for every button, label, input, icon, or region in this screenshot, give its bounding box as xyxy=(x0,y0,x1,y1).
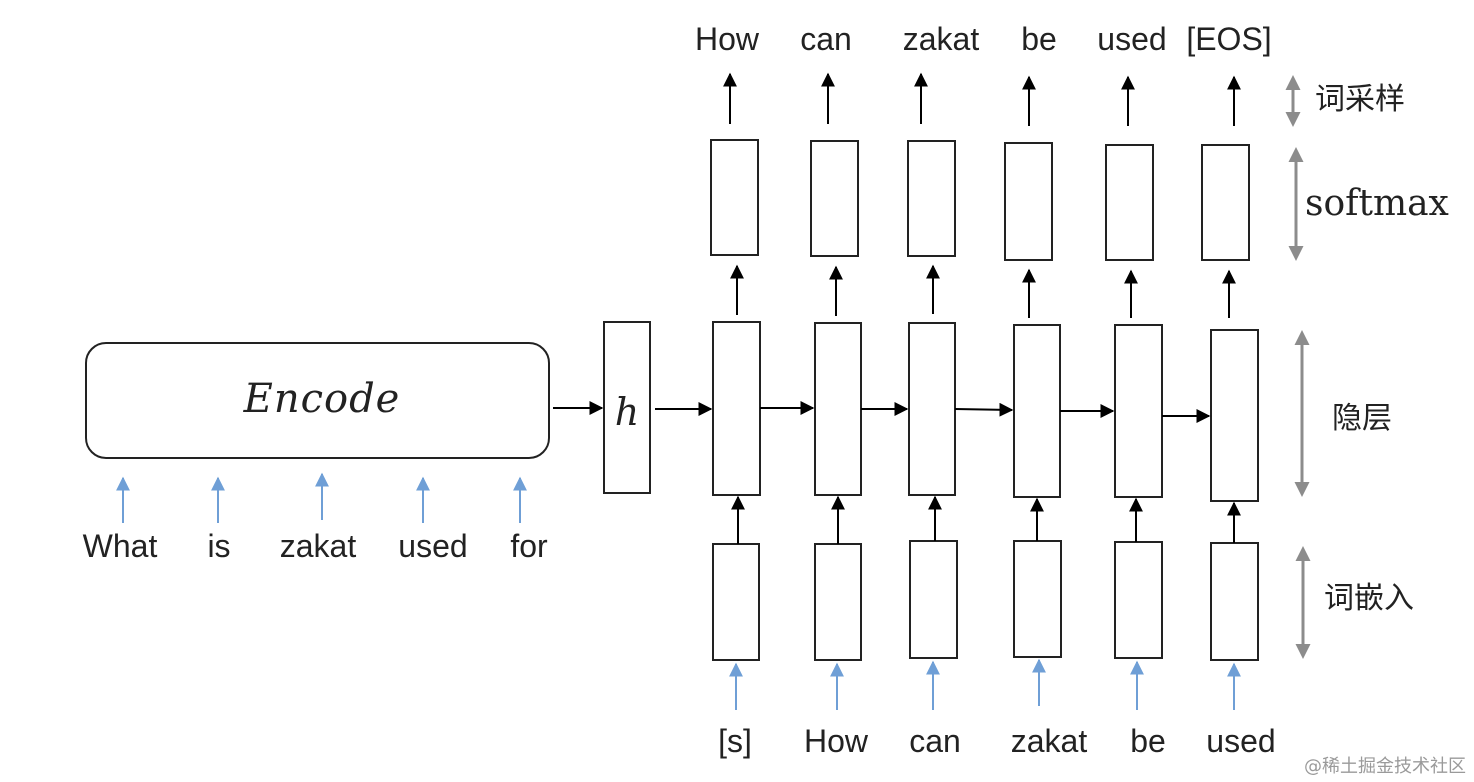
decoder-input-word: used xyxy=(1206,723,1275,759)
hidden-state-label: h xyxy=(615,390,639,434)
hidden-layer-label: 隐层 xyxy=(1332,401,1392,436)
softmax-box xyxy=(810,140,859,257)
embedding-box xyxy=(909,540,958,659)
decoder-input-word: be xyxy=(1130,723,1166,759)
output-word: How xyxy=(695,21,760,57)
hidden-box xyxy=(1013,324,1061,498)
embedding-box xyxy=(712,543,760,661)
encoder-box xyxy=(85,342,550,459)
decoder-output-words: How can zakat be used [EOS] xyxy=(695,21,1272,57)
encoder-input-word: used xyxy=(398,528,467,564)
encoder-input-arrows xyxy=(116,472,527,523)
decoder-input-word: can xyxy=(909,723,961,759)
softmax-layer xyxy=(710,139,1250,261)
sampling-layer-label: 词采样 xyxy=(1315,82,1405,117)
output-word: zakat xyxy=(903,21,980,57)
encoder-input-words: What is zakat used for xyxy=(83,528,548,564)
softmax-box xyxy=(1201,144,1250,261)
encoder-label: Encode xyxy=(243,376,401,422)
hidden-box xyxy=(1210,329,1259,502)
hidden-state-box xyxy=(603,321,651,494)
softmax-to-output-arrows xyxy=(723,72,1241,126)
encoder-input-word: is xyxy=(207,528,230,564)
embedding-layer-label: 词嵌入 xyxy=(1324,581,1414,616)
softmax-box xyxy=(1105,144,1154,261)
softmax-box xyxy=(907,140,956,257)
hidden-layer xyxy=(712,321,1259,502)
output-word: be xyxy=(1021,21,1057,57)
decoder-input-word: zakat xyxy=(1011,723,1088,759)
softmax-layer-label: softmax xyxy=(1305,183,1449,224)
encoder-input-word: zakat xyxy=(280,528,357,564)
embedding-box xyxy=(1210,542,1259,661)
embedding-to-hidden-arrows xyxy=(731,495,1241,544)
encoder-input-word: for xyxy=(510,528,548,564)
decoder-input-word: [s] xyxy=(718,723,752,759)
hidden-to-softmax-arrows xyxy=(730,264,1236,318)
embedding-box xyxy=(814,543,862,661)
decoder-input-words: [s] How can zakat be used xyxy=(718,723,1276,759)
softmax-box xyxy=(710,139,759,256)
output-word: used xyxy=(1097,21,1166,57)
decoder-input-arrows xyxy=(729,658,1241,710)
hidden-box xyxy=(908,322,956,496)
output-word: can xyxy=(800,21,852,57)
output-word: [EOS] xyxy=(1186,21,1271,57)
softmax-box xyxy=(1004,142,1053,261)
recurrent-arrow xyxy=(954,402,1014,417)
recurrent-arrows xyxy=(760,401,1211,423)
embedding-box xyxy=(1114,541,1163,659)
embedding-box xyxy=(1013,540,1062,658)
watermark: @稀土掘金技术社区 xyxy=(1304,756,1466,777)
embedding-layer xyxy=(712,540,1259,661)
layer-markers xyxy=(1285,75,1311,659)
hidden-box xyxy=(1114,324,1163,498)
hidden-box xyxy=(814,322,862,496)
hidden-box xyxy=(712,321,761,496)
encoder-input-word: What xyxy=(83,528,158,564)
decoder-input-word: How xyxy=(804,723,869,759)
